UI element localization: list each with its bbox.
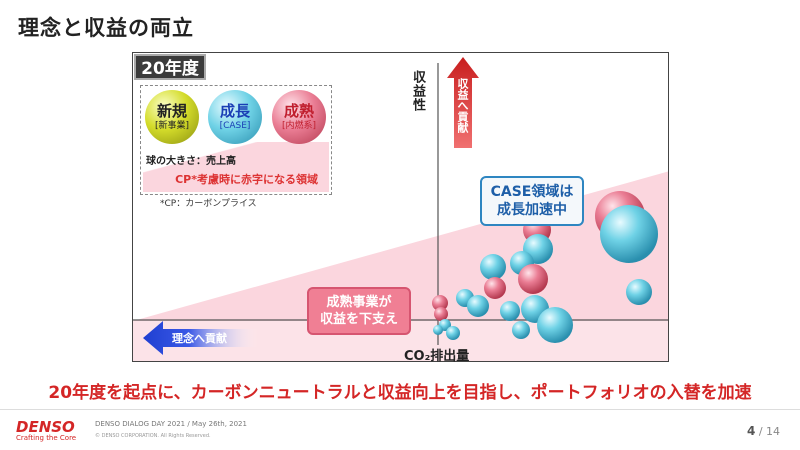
page-title: 理念と収益の両立 xyxy=(18,16,194,40)
bubble-mature xyxy=(484,277,506,299)
bubble-growth xyxy=(626,279,652,305)
bubble-growth xyxy=(433,325,443,335)
philosophy-arrow xyxy=(143,321,258,355)
page-total: / 14 xyxy=(758,425,781,438)
legend-cp-region-label: CP*考慮時に赤字になる領域 xyxy=(175,173,318,186)
cp-region-lower xyxy=(133,321,668,361)
bubble-mature xyxy=(434,307,448,321)
footer-event: DENSO DIALOG DAY 2021 / May 26th, 2021 xyxy=(95,420,247,428)
profit-arrow-label: 収益へ貢献 xyxy=(456,78,469,133)
legend-size-note: 球の大きさ：売上高 xyxy=(146,156,236,167)
philosophy-arrow-label: 理念へ貢献 xyxy=(172,332,227,345)
y-axis-label: 収益性 xyxy=(410,70,425,112)
legend-ball-mature: 成熟 [内燃系] xyxy=(272,90,326,144)
legend-ball-growth: 成長 [CASE] xyxy=(208,90,262,144)
footer-copyright: © DENSO CORPORATION. All Rights Reserved… xyxy=(95,433,211,439)
legend-ball-mature-sub: [内燃系] xyxy=(281,121,317,131)
legend-ball-new-sub: [新事業] xyxy=(154,121,190,131)
denso-logo: DENSO xyxy=(16,418,75,436)
footer-divider xyxy=(0,409,800,410)
bubble-growth xyxy=(600,205,658,263)
legend-cp-background xyxy=(143,142,329,192)
legend-ball-new-label: 新規 xyxy=(156,102,187,120)
legend-ball-growth-label: 成長 xyxy=(219,102,250,120)
page-number: 4 / 14 xyxy=(747,424,780,438)
year-label: 20年度 xyxy=(134,54,206,80)
bubble-mature xyxy=(432,295,448,311)
callout-case-domain: CASE領域は 成長加速中 xyxy=(480,176,584,226)
bubble-growth xyxy=(480,254,506,280)
x-axis-label: CO₂排出量 xyxy=(404,349,470,364)
cp-footnote: *CP：カーボンプライス xyxy=(160,199,257,209)
bubble-growth xyxy=(512,321,530,339)
bubble-growth xyxy=(500,301,520,321)
bubble-mature xyxy=(518,264,548,294)
logo-tagline: Crafting the Core xyxy=(16,434,77,442)
headline-message: 20年度を起点に、カーボンニュートラルと収益向上を目指し、ポートフォリオの入替を… xyxy=(48,383,752,403)
legend-ball-mature-label: 成熟 xyxy=(283,102,314,120)
callout-mature-business: 成熟事業が 収益を下支え xyxy=(307,287,411,335)
bubble-growth xyxy=(537,307,573,343)
legend-ball-growth-sub: [CASE] xyxy=(219,121,251,131)
bubble-growth xyxy=(446,326,460,340)
legend-ball-new: 新規 [新事業] xyxy=(145,90,199,144)
page-current: 4 xyxy=(747,424,756,438)
bubble-growth xyxy=(467,295,489,317)
profit-arrow xyxy=(447,57,479,148)
